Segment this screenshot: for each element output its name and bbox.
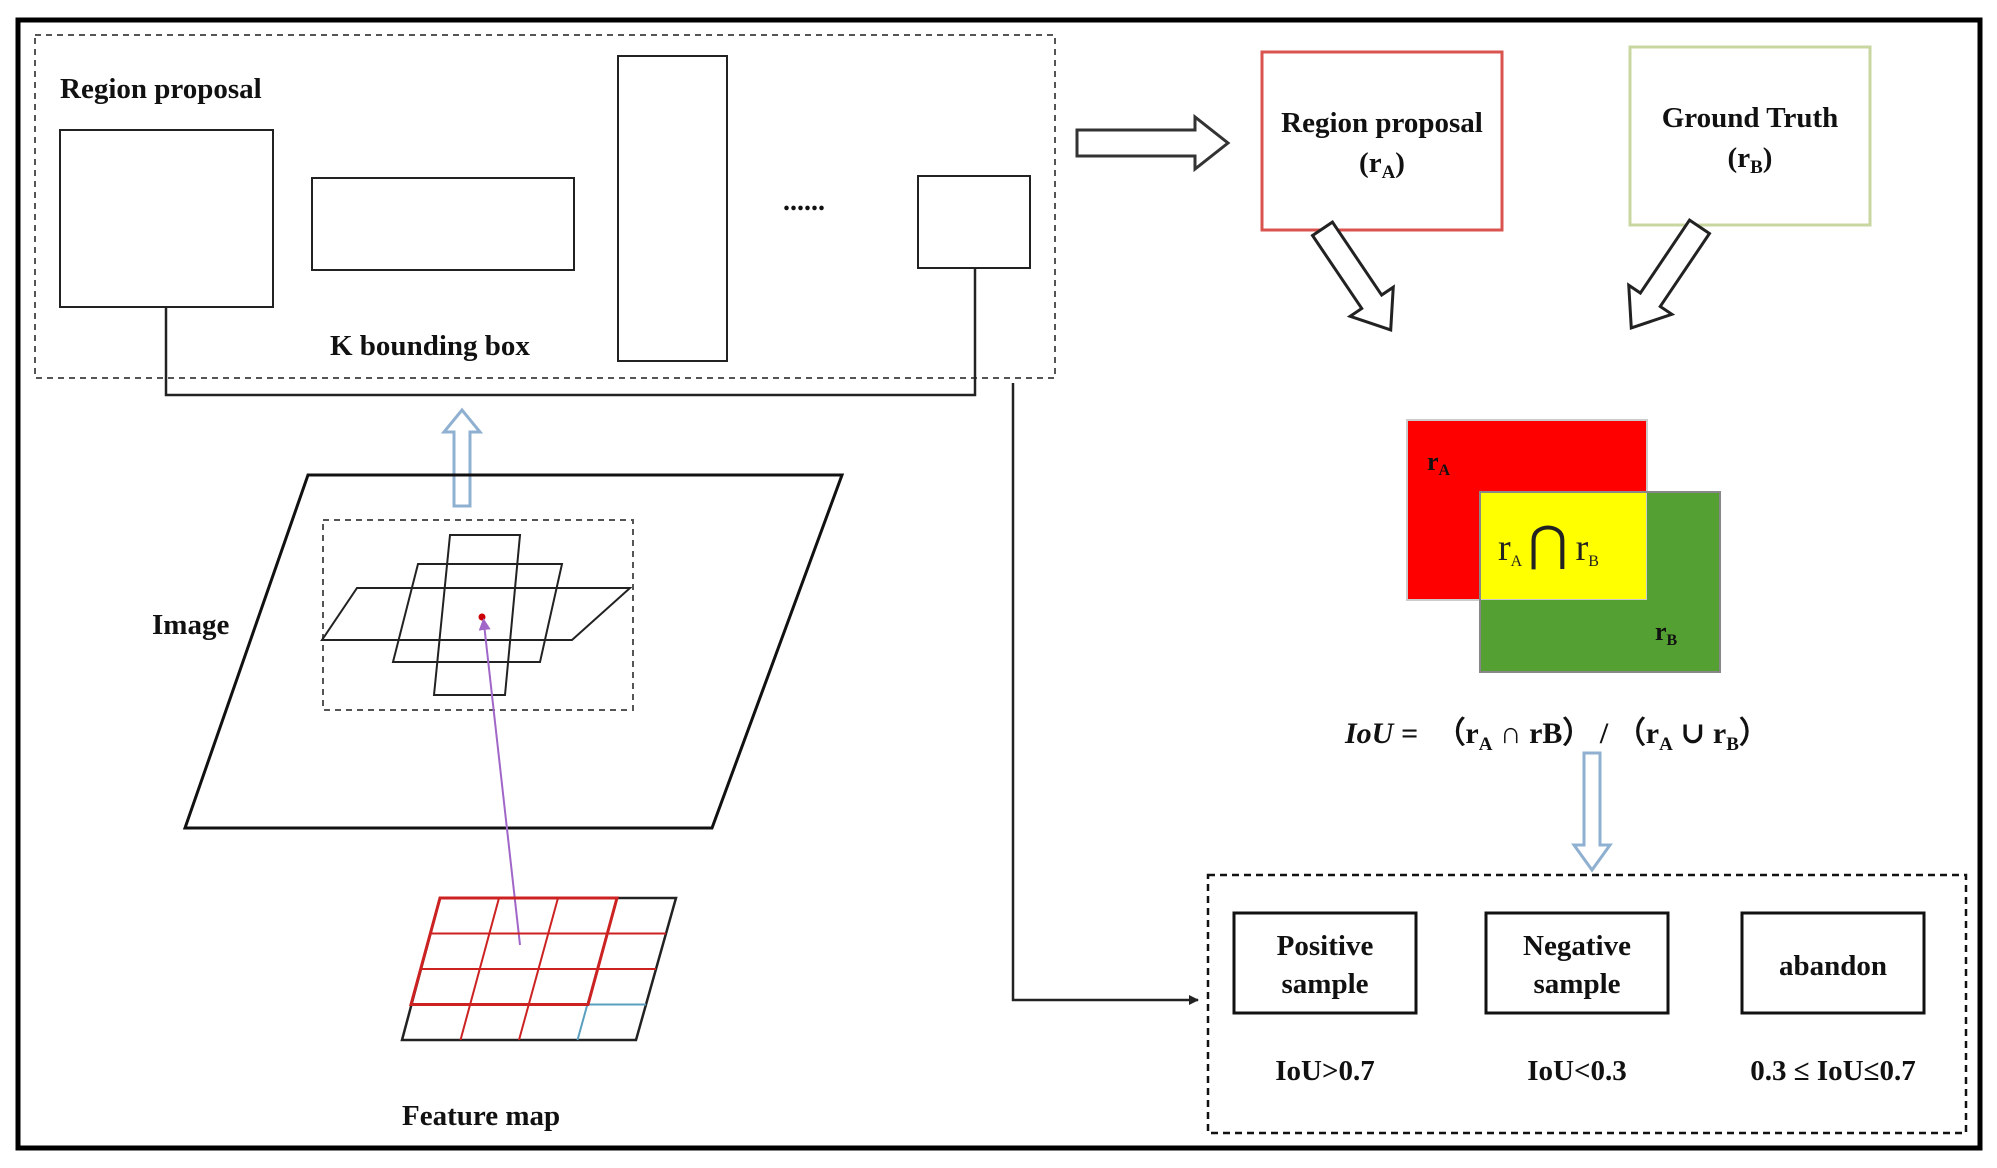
- proposal-box-frame: [1260, 50, 1504, 232]
- feature-map-label: Feature map: [402, 1100, 560, 1132]
- proposal-box-line1: Region proposal: [1281, 107, 1483, 139]
- anchor-box-small: [917, 175, 1031, 269]
- image-plane: Image: [152, 473, 845, 830]
- anchor-box-tall: [617, 55, 728, 362]
- feature-map-grid: Feature map: [400, 896, 678, 1132]
- venn-intersection-label: rA⋂rB: [1498, 518, 1599, 571]
- sample-positive-line1: Positive: [1277, 930, 1374, 962]
- iou-formula: IoU = （rA ∩ rB） / （rA ∪ rB）: [1344, 716, 1769, 755]
- anchor-ellipsis: ......: [783, 186, 825, 217]
- down-hollow-arrow: [1571, 751, 1613, 873]
- sample-box-negative: [1484, 911, 1670, 1015]
- samples-group-frame: [1206, 873, 1968, 1135]
- anchor-connector-line: [164, 268, 977, 397]
- region-proposal-title: Region proposal: [60, 73, 262, 105]
- venn-a-label: rA: [1427, 447, 1451, 479]
- iou-overlap: rA rB rA⋂rB: [1406, 419, 1721, 673]
- image-label: Image: [152, 609, 229, 641]
- sample-abandon-line1: abandon: [1779, 950, 1887, 982]
- ground-truth-box-frame: [1628, 45, 1872, 227]
- sample-negative-line1: Negative: [1523, 930, 1631, 962]
- ground-truth-line1: Ground Truth: [1662, 102, 1839, 134]
- sample-negative-line2: sample: [1534, 968, 1621, 1000]
- proposal-to-samples-line: [1011, 383, 1199, 1005]
- sample-negative-rule: IoU<0.3: [1527, 1055, 1627, 1087]
- anchor-box-wide: [311, 177, 575, 271]
- image-roi-dashed: [322, 519, 634, 711]
- venn-b-label: rB: [1655, 617, 1678, 649]
- image-anchor-square: [391, 563, 564, 663]
- sample-box-positive: [1232, 911, 1418, 1015]
- anchor-box-square: [59, 129, 274, 308]
- image-parallelogram: [182, 473, 845, 830]
- feature-to-image-arrow: [478, 618, 521, 946]
- proposal-box: Region proposal (rA): [1260, 50, 1504, 232]
- k-bounding-box-label: K bounding box: [330, 330, 530, 362]
- sample-positive-line2: sample: [1282, 968, 1369, 1000]
- proposal-box-line2: (rA): [1359, 147, 1405, 183]
- region-proposal-group: Region proposal ...... K bounding box: [34, 34, 1056, 397]
- sample-box-abandon: [1740, 911, 1926, 1015]
- image-anchor-wide: [320, 587, 633, 641]
- image-anchor-tall: [432, 534, 522, 696]
- right-hollow-arrow: [1075, 113, 1231, 173]
- samples-group: Positive sample IoU>0.7 Negative sample …: [1206, 873, 1968, 1135]
- image-center-point: [478, 613, 486, 621]
- outer-frame: [15, 17, 1983, 1151]
- sample-abandon-rule: 0.3 ≤ IoU≤0.7: [1750, 1055, 1916, 1087]
- diag-arrow-left: [1310, 220, 1395, 332]
- sample-positive-rule: IoU>0.7: [1275, 1055, 1375, 1087]
- ground-truth-box: Ground Truth (rB): [1628, 45, 1872, 227]
- up-hollow-arrow: [440, 407, 484, 508]
- region-proposal-group-frame: [34, 34, 1056, 379]
- ground-truth-line2: (rB): [1728, 142, 1773, 178]
- diag-arrow-right: [1627, 218, 1712, 330]
